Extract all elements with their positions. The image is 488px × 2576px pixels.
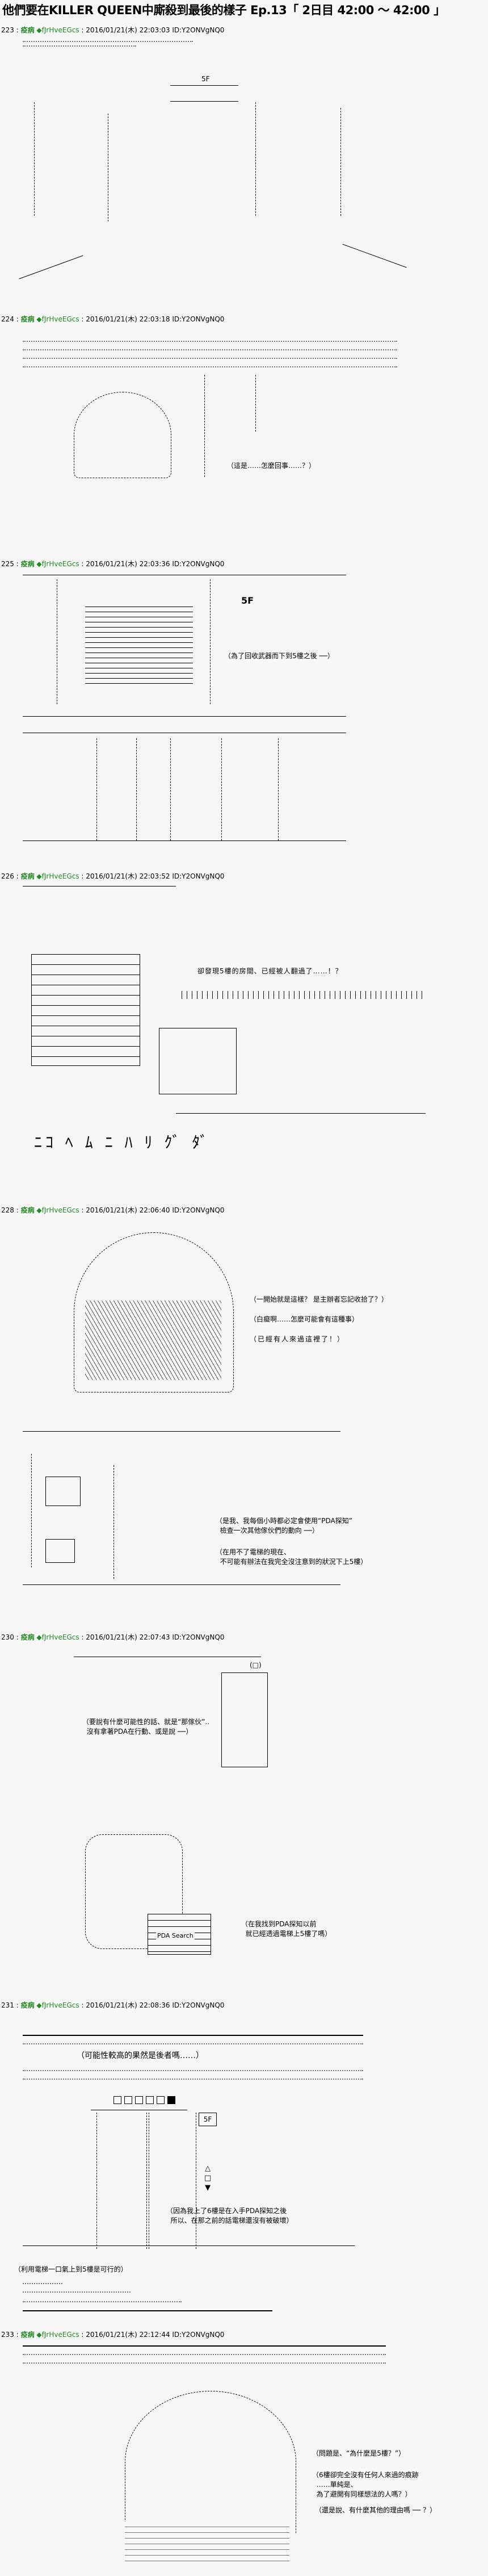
pda-search-label: PDA Search (156, 1932, 195, 1939)
dialog: （白癡啊……怎麼可能會有這種事） (250, 1315, 359, 1323)
dialog: （可能性較高的果然是後者嗎……） (77, 2051, 204, 2060)
dialog: 卻發現5樓的房間、已經被人翻過了……！？ (197, 967, 343, 975)
post-header: 230 : 疫病 ◆fJrHveEGcs : 2016/01/21(木) 22:… (1, 1633, 225, 1641)
post-header: 226 : 疫病 ◆fJrHveEGcs : 2016/01/21(木) 22:… (1, 872, 225, 880)
dialog: （在用不了電梯的現在、 不可能有辦法在我完全沒注意到的狀況下上5樓） (216, 1548, 368, 1566)
dialog: （還是說、有什麼其他的理由嗎 ── ？） (315, 2506, 437, 2514)
post-header: 228 : 疫病 ◆fJrHveEGcs : 2016/01/21(木) 22:… (1, 1206, 225, 1214)
post-header: 233 : 疫病 ◆fJrHveEGcs : 2016/01/21(木) 22:… (1, 2331, 225, 2339)
elevator-buttons-icon: △□▼ (204, 2164, 212, 2192)
dialog: （在我找到PDA探知以前 就已經透過電梯上5樓了嗎） (241, 1920, 332, 1938)
floor-sign: 5F (201, 75, 210, 83)
dialog: （為了回收武器而下到5樓之後 ──） (224, 652, 334, 660)
floor-sign: 5F (199, 2113, 217, 2126)
poster-name[interactable]: 疫病 (20, 560, 35, 568)
poster-name[interactable]: 疫病 (20, 1633, 35, 1641)
floor-sign: 5F (241, 595, 254, 606)
dialog: （一開始就是這樣？ 是主辦者忘記收拾了？） (250, 1295, 388, 1303)
dialog: （利用電梯一口氣上到5樓是可行的） (14, 2265, 128, 2273)
dialog: （已經有人來過這裡了！） (250, 1335, 346, 1343)
poster-name[interactable]: 疫病 (20, 2001, 35, 2009)
poster-name[interactable]: 疫病 (20, 1206, 35, 1214)
dialog: （問題是、“為什麼是5樓？”） (312, 2449, 406, 2457)
post-header: 224 : 疫病 ◆fJrHveEGcs : 2016/01/21(木) 22:… (1, 315, 225, 323)
poster-name[interactable]: 疫病 (20, 872, 35, 880)
dialog: （要說有什麼可能性的話、就是“那傢伙”.. 沒有拿著PDA在行動、或是說 ──） (82, 1718, 210, 1736)
sfx-art: ﾆｺ ﾍ ﾑ ﾆ ﾊ ﾘ ｸﾞ ﾀﾞ (34, 1133, 212, 1152)
post-header: 231 : 疫病 ◆fJrHveEGcs : 2016/01/21(木) 22:… (1, 2001, 225, 2009)
floor-indicator (113, 2096, 178, 2106)
dialog: （是我、我每個小時都必定會使用“PDA探知” 檢查一次其他傢伙們的動向 ──） (216, 1517, 352, 1534)
page-title: 他們要在KILLER QUEEN中廝殺到最後的樣子 Ep.13「 2日目 42:… (2, 3, 445, 17)
dialog: （6樓卻完全沒有任何人來過的痕跡 ……單純是、 為了避開有同樣想法的人嗎？） (312, 2471, 419, 2498)
post-header: 223 : 疫病 ◆fJrHveEGcs : 2016/01/21(木) 22:… (1, 26, 225, 34)
poster-name[interactable]: 疫病 (20, 315, 35, 323)
dialog: （這是……怎麼回事……？） (227, 462, 316, 470)
post-header: 225 : 疫病 ◆fJrHveEGcs : 2016/01/21(木) 22:… (1, 560, 225, 568)
poster-name[interactable]: 疫病 (20, 2331, 35, 2339)
poster-name[interactable]: 疫病 (20, 26, 35, 34)
dialog: （因為我上了6樓是在入手PDA探知之後 所以、在那之前的話電梯還沒有被破壞） (166, 2207, 293, 2224)
